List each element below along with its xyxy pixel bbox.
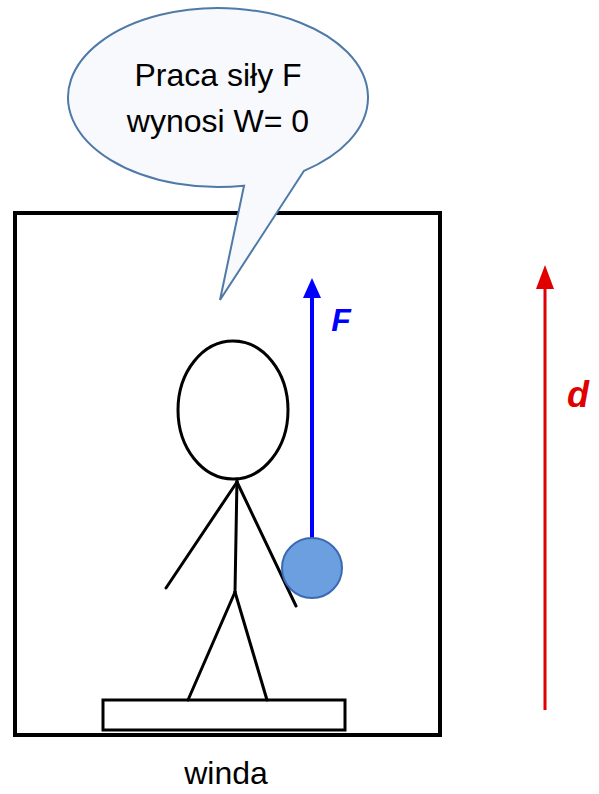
displacement-label: d bbox=[567, 374, 589, 416]
displacement-arrowhead bbox=[536, 265, 554, 289]
held-ball bbox=[282, 538, 342, 598]
figure-leg bbox=[188, 592, 235, 700]
force-arrow bbox=[310, 294, 314, 540]
elevator-cabin bbox=[15, 213, 440, 735]
figure-leg bbox=[235, 592, 267, 700]
bubble-outline bbox=[65, 5, 371, 190]
figure-body bbox=[235, 479, 237, 592]
figure-arm bbox=[237, 482, 296, 606]
bubble-text: Praca siły F wynosi W= 0 bbox=[108, 52, 328, 144]
force-label: F bbox=[331, 302, 351, 339]
elevator-caption: winda bbox=[184, 755, 268, 792]
bubble-shape bbox=[68, 8, 368, 300]
figure-arm bbox=[166, 482, 237, 588]
figure-head bbox=[178, 341, 288, 479]
speech-bubble: Praca siły F wynosi W= 0 bbox=[65, 5, 371, 190]
force-arrowhead bbox=[303, 278, 321, 298]
displacement-arrow bbox=[544, 285, 547, 710]
stick-figure bbox=[166, 341, 296, 700]
bubble-content: Praca siły F wynosi W= 0 bbox=[65, 5, 371, 190]
scale-platform bbox=[103, 700, 345, 730]
